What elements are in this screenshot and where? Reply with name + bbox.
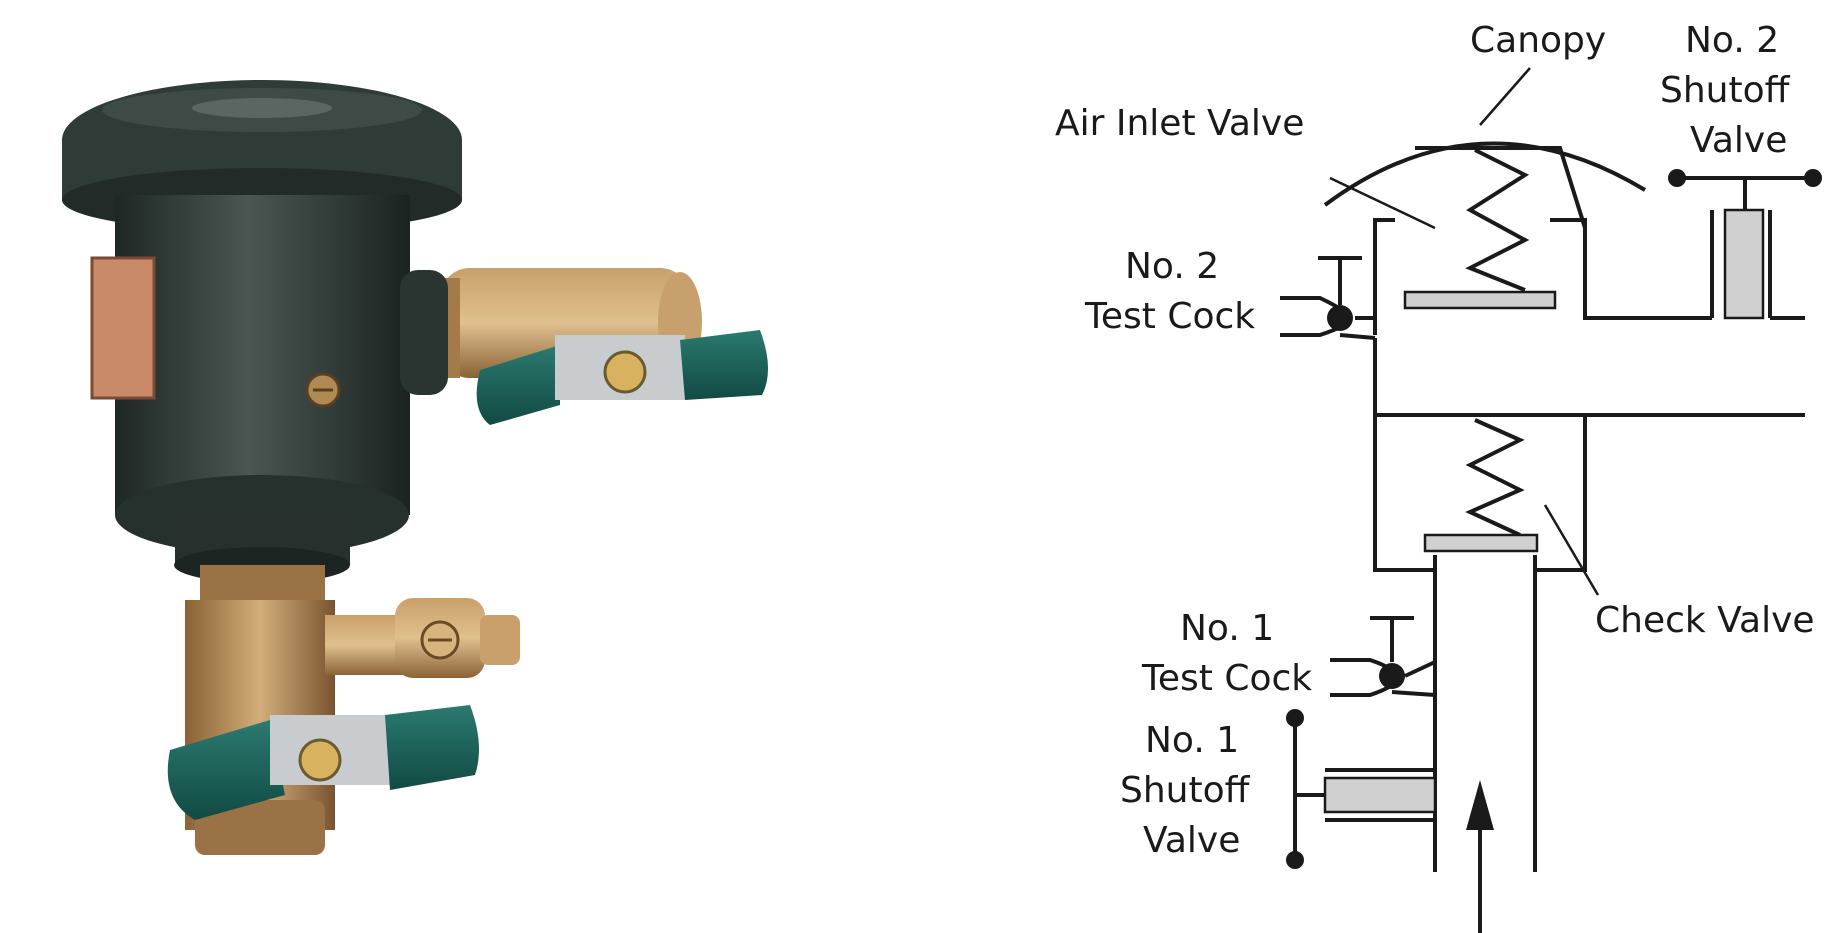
label-no1-test-cock-line1: No. 1 — [1180, 608, 1274, 649]
label-check-valve: Check Valve — [1595, 600, 1815, 641]
air-inlet-spring — [1470, 150, 1525, 290]
label-no1-test-cock-line2: Test Cock — [1141, 658, 1312, 699]
no1-test-cock-symbol — [1330, 618, 1435, 695]
canopy-arc — [1325, 143, 1645, 205]
check-valve-chamber — [1375, 338, 1805, 595]
no2-test-cock-symbol — [1280, 258, 1375, 338]
label-no2-shutoff-line3: Valve — [1690, 120, 1787, 161]
check-valve-plate — [1425, 535, 1537, 551]
no2-shutoff-valve-symbol — [1668, 169, 1822, 318]
check-valve-spring — [1470, 420, 1520, 535]
label-no1-shutoff-line1: No. 1 — [1145, 720, 1239, 761]
label-no2-test-cock-line1: No. 2 — [1125, 246, 1219, 287]
label-canopy: Canopy — [1470, 20, 1606, 61]
label-no2-shutoff-line2: Shutoff — [1660, 70, 1791, 111]
label-air-inlet-valve: Air Inlet Valve — [1055, 103, 1304, 144]
label-no1-shutoff-line3: Valve — [1143, 820, 1240, 861]
air-inlet-plate — [1405, 292, 1555, 308]
flow-arrow — [1466, 780, 1494, 933]
label-no1-shutoff-line2: Shutoff — [1120, 770, 1251, 811]
label-no2-shutoff-line1: No. 2 — [1685, 20, 1779, 61]
label-no2-test-cock-line2: Test Cock — [1084, 296, 1255, 337]
no1-shutoff-valve-symbol — [1286, 709, 1435, 869]
